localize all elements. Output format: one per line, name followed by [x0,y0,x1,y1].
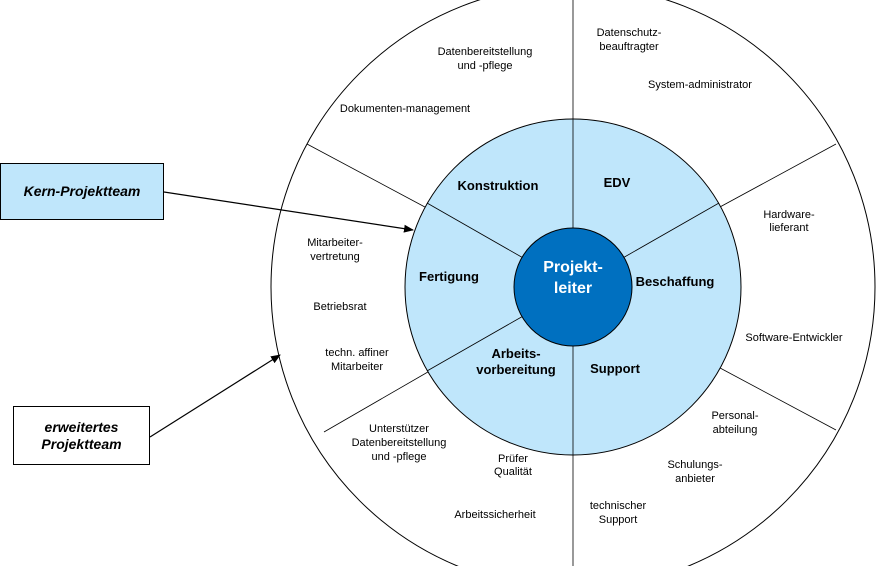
outer-label-dokumentenmanagement: Dokumenten-management [340,103,470,115]
divider-lower-left [323,364,441,433]
inner-label-beschaffung: Beschaffung [636,274,715,289]
inner-divider-upper-right [620,202,720,260]
inner-label-edv: EDV [604,175,631,190]
outer-label-systemadministrator: System-administrator [648,79,752,91]
divider-lower-right [706,360,837,431]
inner-label-support: Support [590,361,640,376]
outer-label-datenschutz-1: Datenschutz- [597,27,662,39]
arrow-core-team [163,191,414,233]
outer-label-tech-support-1: technischer [590,500,647,512]
outer-label-hardware-1: Hardware- [763,209,815,221]
outer-label-personal-2: abteilung [713,424,758,436]
outer-label-schulung-1: Schulungs- [667,459,722,471]
inner-divider-upper-left [426,202,526,260]
outer-label-software: Software-Entwickler [745,332,843,344]
legend-extended-team: erweitertes Projektteam [13,406,150,465]
inner-label-konstruktion: Konstruktion [458,178,539,193]
outer-label-unterstuetzer-3: und -pflege [371,451,426,463]
inner-dividers [426,119,720,455]
center-label-line2: leiter [554,280,592,297]
inner-label-arbeitsvorbereitung-2: vorbereitung [476,362,556,377]
inner-label-arbeitsvorbereitung-1: Arbeits- [491,346,540,361]
legend-extended-team-line2: Projektteam [41,435,122,452]
outer-label-mitarbeitervertretung-2: vertretung [310,251,360,263]
center-label-line1: Projekt- [543,259,603,276]
outer-label-datenbereitstellung-2: und -pflege [457,60,512,72]
outer-label-betriebsrat: Betriebsrat [313,301,366,313]
outer-label-techn-mitarbeiter-2: Mitarbeiter [331,361,383,373]
legend-extended-team-line1: erweitertes [44,418,119,435]
outer-label-datenschutz-2: beauftragter [599,41,659,53]
legend-core-team: Kern-Projektteam [0,163,164,220]
outer-label-pruefer-2: Qualität [494,466,532,478]
outer-label-personal-1: Personal- [711,410,758,422]
inner-label-fertigung: Fertigung [419,269,479,284]
arrow-extended-team [149,354,281,438]
legend-core-team-label: Kern-Projektteam [23,183,141,200]
outer-dividers [306,0,837,566]
inner-divider-lower-left [426,314,526,372]
outer-label-datenbereitstellung-1: Datenbereitstellung [438,46,533,58]
outer-label-hardware-2: lieferant [769,222,808,234]
outer-label-unterstuetzer-1: Unterstützer [369,423,429,435]
divider-upper-left [306,143,439,215]
divider-upper-right [706,143,837,215]
outer-label-techn-mitarbeiter-1: techn. affiner [325,347,389,359]
outer-label-arbeitssicherheit: Arbeitssicherheit [454,509,535,521]
outer-label-mitarbeitervertretung-1: Mitarbeiter- [307,237,363,249]
outer-label-schulung-2: anbieter [675,473,715,485]
center-circle [513,227,633,347]
outer-label-unterstuetzer-2: Datenbereitstellung [352,437,447,449]
outer-label-pruefer-1: Prüfer [498,453,528,465]
outer-label-tech-support-2: Support [599,514,638,526]
